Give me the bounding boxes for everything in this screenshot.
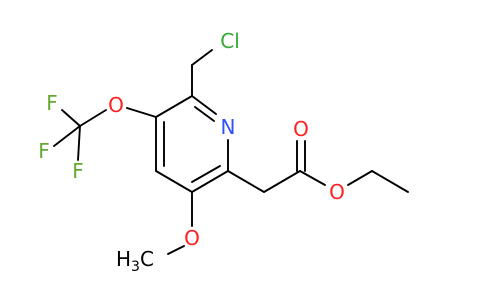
- bond-c6-c5-inner: [191, 165, 221, 183]
- atom-o-carbonyl: O: [293, 117, 309, 141]
- bond-o-cf3: [79, 109, 107, 127]
- methyl-subscript: 3: [131, 259, 140, 275]
- atom-o-trifluoromethoxy: O: [108, 93, 124, 117]
- atom-cl: Cl: [220, 29, 240, 53]
- bond-cf3-f2: [53, 125, 81, 147]
- bond-carbonyl-oester: [299, 170, 326, 186]
- bond-oester-ch2: [347, 170, 373, 186]
- bond-o-ch3: [167, 245, 185, 255]
- bond-ch2-ch3: [371, 170, 409, 193]
- bond-c6-c5: [191, 170, 229, 193]
- atom-f2: F: [38, 139, 50, 163]
- bond-layer: [53, 49, 409, 255]
- bond-c6-ch2: [227, 170, 265, 193]
- bond-ch2-carbonyl: [263, 170, 301, 193]
- bond-c3-o: [126, 107, 157, 118]
- atom-o-ester: O: [329, 180, 345, 204]
- bond-c5-c4: [155, 170, 193, 193]
- atom-f3: F: [72, 159, 84, 183]
- atom-label-layer: Cl N O F F F O O O H3C: [38, 29, 345, 275]
- methyl-suffix: C: [140, 247, 154, 271]
- bond-c2-n-inner: [194, 106, 215, 122]
- bond-cf3-f3: [77, 125, 81, 161]
- atom-f1: F: [46, 91, 58, 115]
- atom-o-methoxy: O: [184, 226, 200, 250]
- bond-ch2-cl: [191, 49, 213, 66]
- bond-c3-c2: [155, 95, 193, 118]
- methyl-label: H: [116, 247, 131, 271]
- atom-n: N: [221, 115, 236, 139]
- atom-ch3-methoxy: H3C: [116, 247, 154, 275]
- bond-c2-n: [191, 95, 217, 115]
- bond-cf3-f1: [61, 109, 81, 127]
